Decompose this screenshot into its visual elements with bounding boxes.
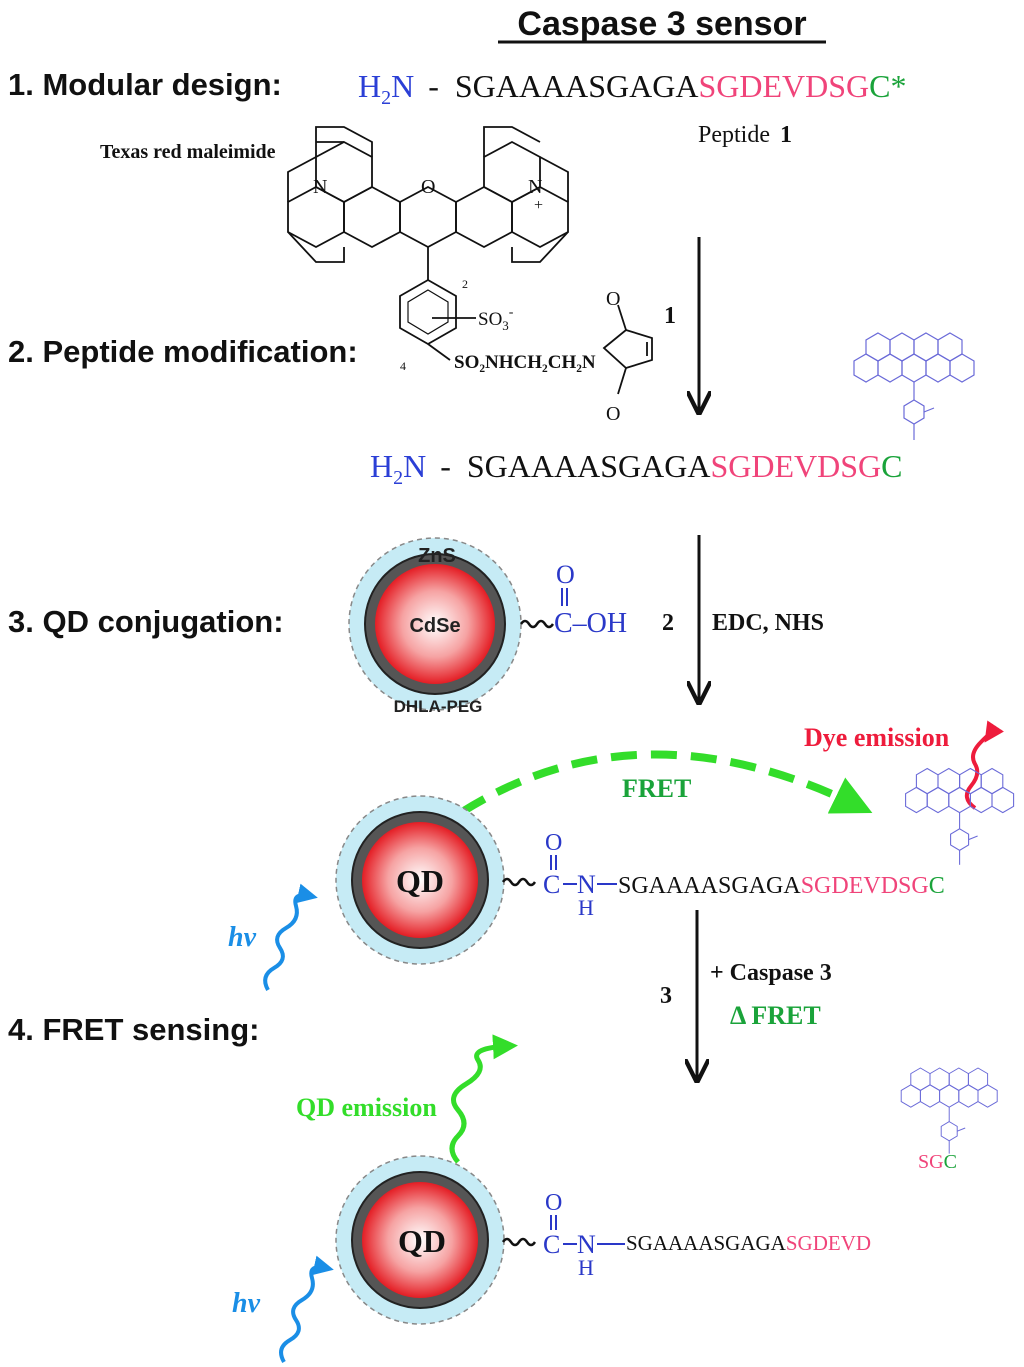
qd-emission-label: QD emission bbox=[296, 1093, 437, 1122]
xanthene-o: O bbox=[421, 176, 435, 198]
ring-position-2: 2 bbox=[462, 277, 468, 291]
qd-label-cleaved: QD bbox=[398, 1223, 446, 1259]
amide-o-cleaved: O bbox=[545, 1190, 562, 1216]
qd-fret-state: QD O C N H bbox=[335, 795, 617, 965]
qd-emission-wave bbox=[449, 1034, 518, 1164]
released-fragment-seq: SGC bbox=[918, 1151, 957, 1173]
arrow-3-enzyme: + Caspase 3 bbox=[710, 960, 832, 986]
linker-seq: SGAAAASGAGA bbox=[455, 68, 699, 104]
released-dye-fragment bbox=[900, 1067, 998, 1155]
carboxyl-group: C–OH bbox=[554, 608, 627, 639]
maleimide-o-bottom: O bbox=[606, 403, 620, 425]
page-title: Caspase 3 sensor bbox=[517, 5, 806, 43]
peptide-caption-number: 1 bbox=[780, 122, 792, 148]
peptide-1-caption: Peptide 1 bbox=[698, 122, 792, 148]
step-1-label: 1. Modular design: bbox=[8, 67, 282, 102]
arrow-3-number: 3 bbox=[660, 983, 672, 1009]
arrow-2-number: 2 bbox=[662, 610, 674, 636]
n-terminus-h: H bbox=[358, 68, 381, 104]
carboxyl-o: O bbox=[556, 560, 575, 589]
amide-h-fret: H bbox=[578, 895, 594, 920]
hv-label-fret: hv bbox=[228, 922, 257, 953]
amide-c-cleaved: C bbox=[543, 1230, 560, 1259]
arrow-1-number: 1 bbox=[664, 303, 676, 329]
peptide-1-sequence: H2N - SGAAAASGAGASGDEVDSGC* bbox=[358, 68, 906, 109]
cleaved-conjugate-sequence: SGAAAASGAGASGDEVD bbox=[626, 1231, 871, 1255]
dhla-peg-label: DHLA-PEG bbox=[394, 697, 483, 716]
sulfonate-group: SO3- bbox=[478, 305, 514, 333]
dye-emission-wave bbox=[964, 720, 1004, 810]
amide-h-cleaved: H bbox=[578, 1255, 594, 1280]
ring-position-4: 4 bbox=[400, 359, 406, 373]
cleavage-site-seq: SGDEVDSG bbox=[698, 68, 869, 104]
iminium-charge: + bbox=[534, 197, 543, 214]
qd-step3: ZnS CdSe DHLA-PEG O C–OH bbox=[348, 537, 627, 716]
hv-wave-cleaved bbox=[279, 1255, 334, 1363]
cysteine-star: C* bbox=[869, 68, 906, 104]
peptide-dash: - bbox=[428, 68, 439, 104]
peptide-caption-prefix: Peptide bbox=[698, 122, 770, 148]
maleimide-o-top: O bbox=[606, 288, 620, 310]
zns-label: ZnS bbox=[418, 545, 456, 567]
dye-on-conjugate bbox=[905, 767, 1015, 866]
amide-n-cleaved: N bbox=[577, 1230, 596, 1259]
iminium-n-right: N bbox=[528, 176, 542, 198]
labeled-peptide-sequence: H2N - SGAAAASGAGASGDEVDSGC bbox=[370, 448, 902, 489]
qd-cleaved-state: QD O C N H bbox=[335, 1155, 625, 1325]
n-terminus-n: N bbox=[391, 68, 414, 104]
fret-arrow bbox=[459, 750, 873, 816]
cdse-label: CdSe bbox=[409, 615, 460, 637]
texas-red-label: Texas red maleimide bbox=[100, 141, 276, 163]
dye-emission-label: Dye emission bbox=[804, 723, 950, 752]
step-4-label: 4. FRET sensing: bbox=[8, 1012, 259, 1047]
conjugate-sequence-fret: SGAAAASGAGASGDEVDSGC bbox=[618, 873, 945, 899]
arrow-2-reagents: EDC, NHS bbox=[712, 610, 824, 636]
texas-red-structure bbox=[287, 126, 653, 395]
amide-c-fret: C bbox=[543, 870, 560, 899]
step-2-label: 2. Peptide modification: bbox=[8, 334, 358, 369]
arrow-3-effect: Δ FRET bbox=[730, 1001, 821, 1030]
hv-wave-fret bbox=[263, 883, 318, 991]
n-terminus-sub: 2 bbox=[381, 87, 391, 109]
amide-n-fret: N bbox=[577, 870, 596, 899]
qd-label-fret: QD bbox=[396, 863, 444, 899]
cdse-core bbox=[375, 564, 495, 684]
hv-label-cleaved: hv bbox=[232, 1288, 261, 1319]
ligand-wavy-step3 bbox=[519, 619, 555, 629]
amide-o-fret: O bbox=[545, 830, 562, 856]
sulfonamide-linker: SO₂NHCH₂CH₂N bbox=[454, 352, 596, 373]
fret-label: FRET bbox=[622, 774, 691, 803]
amine-n-left: N bbox=[313, 176, 327, 198]
step-3-label: 3. QD conjugation: bbox=[8, 604, 284, 639]
texas-red-atoms: O N N + 2 4 SO3- SO₂NHCH₂CH₂N O O bbox=[313, 176, 620, 425]
dye-on-peptide bbox=[853, 332, 975, 441]
